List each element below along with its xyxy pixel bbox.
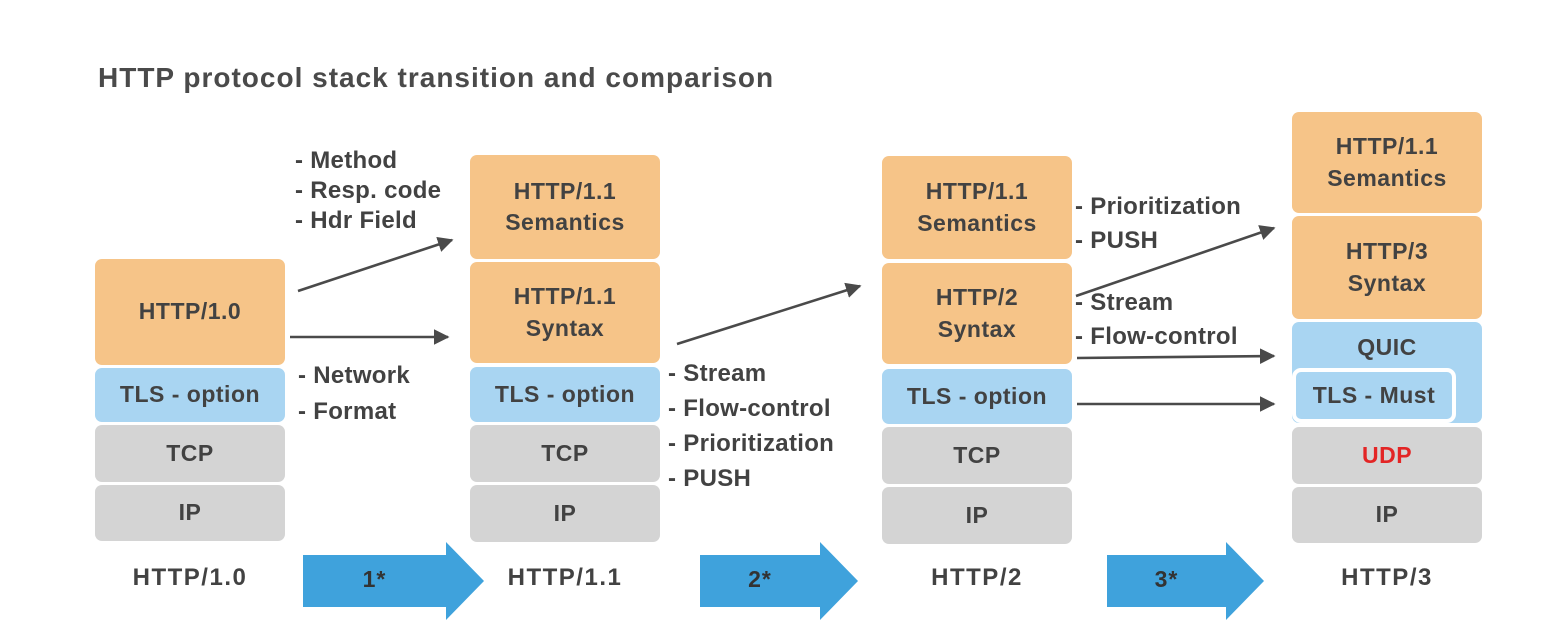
stack-caption-http3: HTTP/3 [1341,564,1433,591]
http11-semantics-block-4: HTTP/1.1 Semantics [1292,112,1482,213]
ip-block-4: IP [1292,487,1482,543]
note-line: - Method [295,147,398,174]
note-line: - Prioritization [1075,193,1242,220]
udp-block: UDP [1292,427,1482,484]
ip-block-1: IP [95,485,285,541]
ip-block-2: IP [470,485,660,542]
http3-syntax-block: HTTP/3 Syntax [1292,216,1482,319]
transition2-notes: - Stream - Flow-control - Prioritization… [668,356,834,496]
stack-http2: HTTP/1.1 Semantics HTTP/2 Syntax TLS - o… [882,0,1072,636]
note-line: - Hdr Field [295,207,417,234]
http11-semantics-block-2: HTTP/1.1 Semantics [470,155,660,259]
step-label-3: 3* [1154,566,1179,592]
arrow-http10-to-semantics [297,237,454,293]
tls-option-block-2: TLS - option [470,367,660,422]
ip-block-3: IP [882,487,1072,544]
step-label-1: 1* [362,566,387,592]
note-line: - Prioritization [668,430,835,457]
quic-block: QUIC TLS - Must [1292,322,1482,423]
note-line: - Stream [668,360,767,387]
stack-caption-http2: HTTP/2 [931,564,1023,591]
http2-syntax-block: HTTP/2 Syntax [882,263,1072,364]
note-line: - Network [298,362,411,389]
quic-label: QUIC [1357,334,1417,360]
transition1-semantics-notes: - Method - Resp. code - Hdr Field [295,146,441,236]
note-line: - PUSH [668,465,752,492]
transition3-syntax-notes: - Stream - Flow-control [1075,286,1238,354]
note-line: - Flow-control [668,395,831,422]
note-line: - Flow-control [1075,323,1238,350]
tcp-block-3: TCP [882,427,1072,484]
arrow-http11-to-http2-syntax [676,282,862,346]
tls-option-block-3: TLS - option [882,369,1072,424]
tcp-block-2: TCP [470,425,660,482]
stack-caption-http10: HTTP/1.0 [132,564,248,591]
tls-option-block-1: TLS - option [95,368,285,422]
note-line: - Format [298,398,397,425]
diagram-title: HTTP protocol stack transition and compa… [98,62,775,93]
http11-syntax-block: HTTP/1.1 Syntax [470,262,660,363]
http11-semantics-block-3: HTTP/1.1 Semantics [882,156,1072,259]
arrow-http2-to-quic [1076,348,1276,364]
http10-block: HTTP/1.0 [95,259,285,365]
note-line: - Stream [1075,289,1174,316]
stack-http11: HTTP/1.1 Semantics HTTP/1.1 Syntax TLS -… [470,0,660,636]
stack-caption-http11: HTTP/1.1 [507,564,623,591]
stack-http10: HTTP/1.0 TLS - option TCP IP HTTP/1.0 [95,0,285,636]
note-line: - Resp. code [295,177,442,204]
transition3-semantics-notes: - Prioritization - PUSH [1075,190,1241,258]
note-line: - PUSH [1075,227,1159,254]
stack-http3: HTTP/1.1 Semantics HTTP/3 Syntax QUIC TL… [1292,0,1482,636]
transition1-syntax-notes: - Network - Format [298,358,410,430]
tcp-block-1: TCP [95,425,285,482]
tls-must-block: TLS - Must [1292,368,1456,423]
step-label-2: 2* [748,566,772,592]
